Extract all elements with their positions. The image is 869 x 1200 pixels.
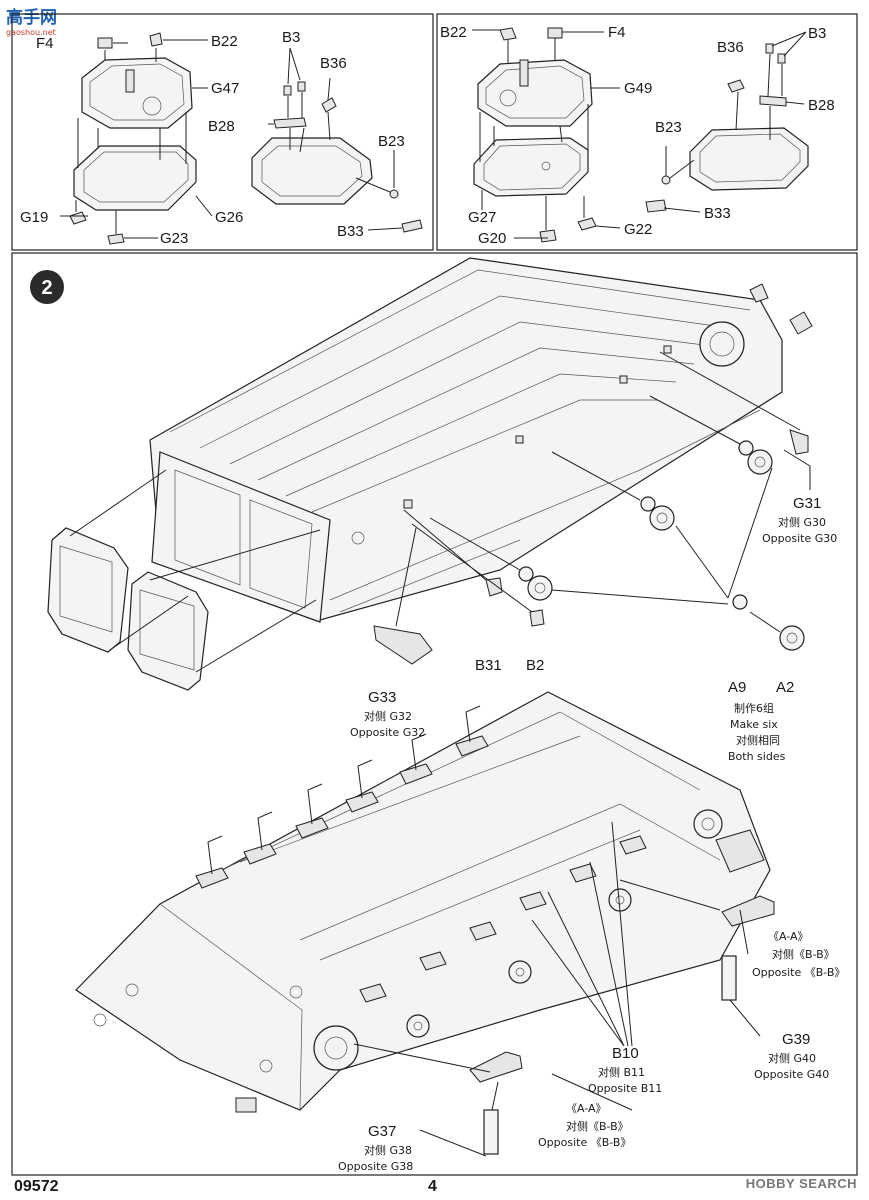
label-g27: G27: [468, 209, 496, 226]
label-b33-r: B33: [704, 205, 731, 222]
label-g26: G26: [215, 209, 243, 226]
label-b22-r: B22: [440, 24, 467, 41]
label-b23-r: B23: [655, 119, 682, 136]
label-g39-cn: 对侧 G40: [768, 1051, 816, 1065]
site-logo: 高手网 gaoshou.net: [4, 4, 74, 38]
product-code: 09572: [14, 1178, 59, 1195]
label-aa2-sec: 《A-A》: [566, 1102, 607, 1115]
label-g31-cn: 对侧 G30: [778, 515, 826, 529]
label-b36: B36: [320, 55, 347, 72]
label-g37-en: Opposite G38: [338, 1160, 413, 1173]
label-b2: B2: [526, 657, 544, 674]
label-aa1-sec: 《A-A》: [768, 930, 809, 943]
label-g33-en: Opposite G32: [350, 726, 425, 739]
label-g49: G49: [624, 80, 652, 97]
step-labels: G31 对侧 G30 Opposite G30 G33 对侧 G32 Oppos…: [338, 495, 845, 1173]
left-panel-labels: F4 B22 G47 G19 G26 G23 B3 B36 B28 B23 B3…: [20, 29, 405, 247]
label-b23: B23: [378, 133, 405, 150]
label-b28: B28: [208, 118, 235, 135]
label-aa1-cn: 对侧《B-B》: [772, 947, 835, 961]
label-g37-cn: 对侧 G38: [364, 1143, 412, 1157]
label-g20: G20: [478, 230, 506, 247]
label-aa1-en: Opposite 《B-B》: [752, 966, 845, 979]
label-g47: G47: [211, 80, 239, 97]
rear-hatches: [47, 469, 321, 691]
label-g19: G19: [20, 209, 48, 226]
svg-text:2: 2: [41, 277, 52, 299]
label-g37: G37: [368, 1123, 396, 1140]
hobby-search-logo: HOBBY SEARCH: [745, 1176, 857, 1191]
label-b3: B3: [282, 29, 300, 46]
logo-text: 高手网: [6, 7, 57, 28]
right-panel-labels: B22 F4 G49 B36 B3 B28 B23 B33 G27 G20 G2…: [440, 24, 835, 247]
page-number: 4: [428, 1178, 437, 1195]
label-b31: B31: [475, 657, 502, 674]
label-g33-cn: 对侧 G32: [364, 709, 412, 723]
label-b10-cn: 对侧 B11: [598, 1065, 645, 1079]
label-b22: B22: [211, 33, 238, 50]
panel-left-frame: [11, 13, 434, 251]
label-both-en: Both sides: [728, 750, 786, 763]
label-aa2-en: Opposite 《B-B》: [538, 1136, 631, 1149]
label-b33: B33: [337, 223, 364, 240]
label-b10: B10: [612, 1045, 639, 1062]
label-make-en: Make six: [730, 718, 778, 731]
label-make-cn: 制作6组: [734, 701, 774, 715]
hatch-assembly-left: [60, 32, 213, 245]
label-f4: F4: [36, 35, 54, 52]
hatch-right-of-left-panel: [251, 47, 423, 233]
label-b36-r: B36: [717, 39, 744, 56]
label-b3-r: B3: [808, 25, 826, 42]
label-both-cn: 对侧相同: [736, 733, 780, 747]
step-number-badge: 2: [30, 270, 64, 304]
step-frame: [11, 252, 858, 1176]
label-b28-r: B28: [808, 97, 835, 114]
label-a9: A9: [728, 679, 746, 696]
road-wheels-upper: [373, 351, 811, 665]
label-g39-en: Opposite G40: [754, 1068, 829, 1081]
label-a2: A2: [776, 679, 794, 696]
label-aa2-cn: 对侧《B-B》: [566, 1119, 629, 1133]
panel-right-frame: [436, 13, 858, 251]
logo-site-text: gaoshou.net: [6, 28, 56, 37]
label-g22: G22: [624, 221, 652, 238]
label-g23: G23: [160, 230, 188, 247]
lower-hull-drawing: [75, 691, 775, 1157]
label-g31-en: Opposite G30: [762, 532, 837, 545]
upper-hull-drawing: [149, 257, 813, 623]
label-f4-r: F4: [608, 24, 626, 41]
hatch-assembly-right: [472, 27, 621, 243]
hatch-right-of-right-panel: [645, 31, 809, 213]
label-g31: G31: [793, 495, 821, 512]
label-g39: G39: [782, 1031, 810, 1048]
label-b10-en: Opposite B11: [588, 1082, 662, 1095]
label-g33: G33: [368, 689, 396, 706]
